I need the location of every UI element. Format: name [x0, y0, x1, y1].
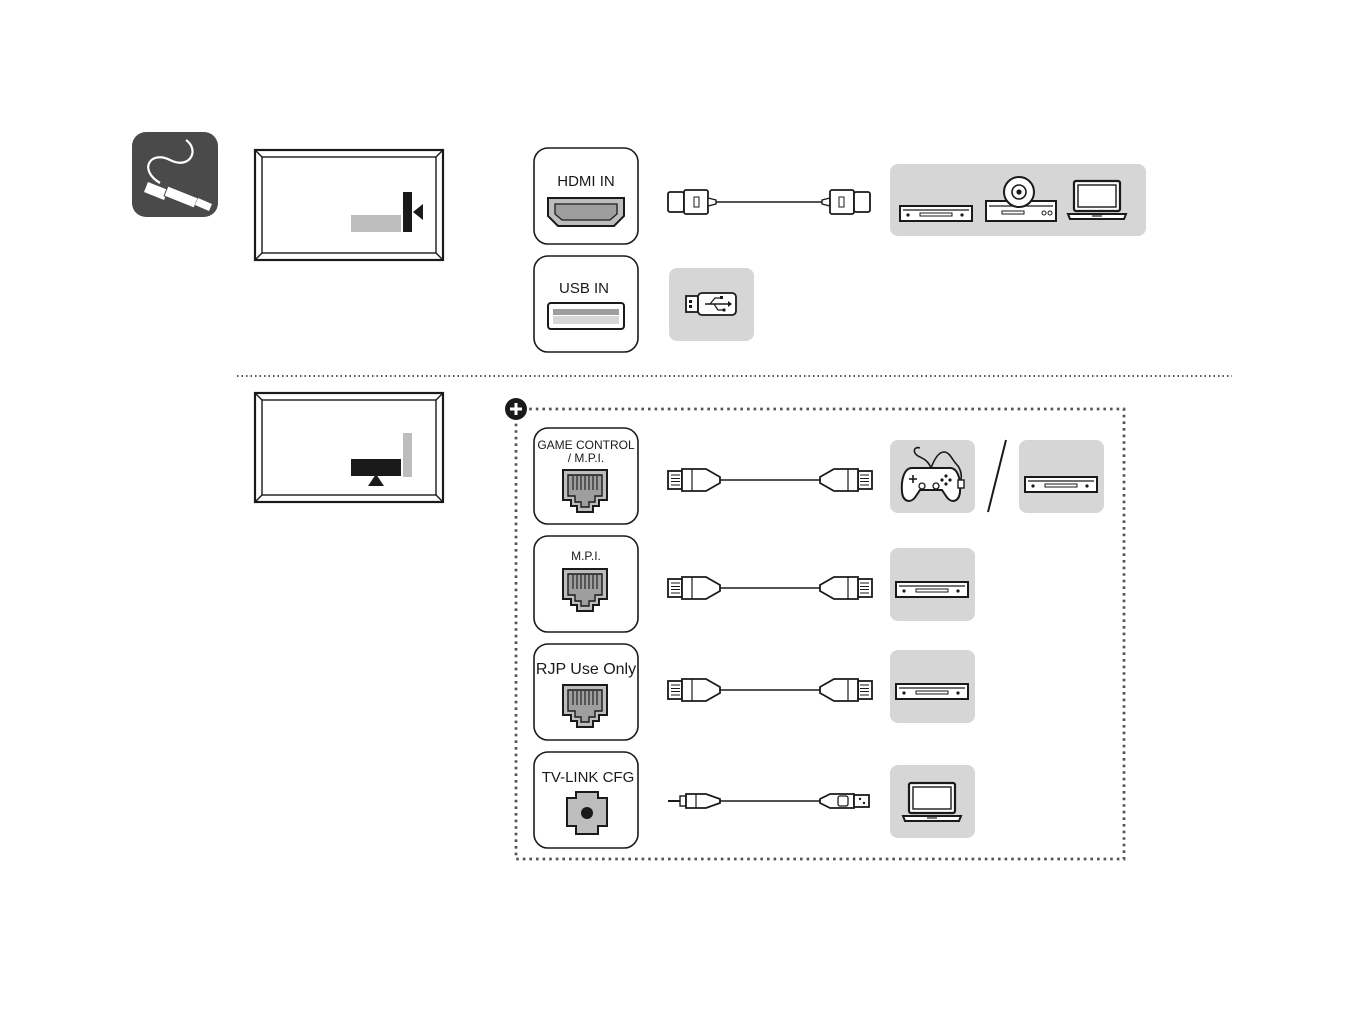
- tvlink-port: TV-LINK CFG: [534, 752, 638, 848]
- dvd-player-icon: [896, 582, 968, 597]
- rj45-cable-icon: [668, 577, 872, 599]
- usb-drive-icon: [669, 268, 754, 341]
- cable-plug-icon: [132, 132, 218, 217]
- game-control-sub-label: / M.P.I.: [568, 451, 604, 465]
- mpi-port: M.P.I.: [534, 536, 638, 632]
- plus-circle-icon: [505, 398, 527, 420]
- usb-in-label: USB IN: [559, 280, 609, 297]
- hdmi-cable-icon: [668, 190, 870, 214]
- hdmi-devices-panel: [890, 164, 1146, 236]
- dvd-player-icon: [896, 684, 968, 699]
- tvlink-device-panel: [890, 765, 975, 838]
- rjp-device-panel: [890, 650, 975, 723]
- laptop-icon: [1068, 181, 1126, 219]
- hdmi-in-port: HDMI IN: [534, 148, 638, 244]
- rj45-cable-icon: [668, 679, 872, 701]
- rjp-port: RJP Use Only: [534, 644, 638, 740]
- usb-in-port: USB IN: [534, 256, 638, 352]
- mpi-device-panel-1: [1019, 440, 1104, 513]
- audio-jack-to-usb-cable-icon: [668, 794, 869, 808]
- tv-bottom-port-view: [255, 393, 443, 502]
- mpi-device-panel-2: [890, 548, 975, 621]
- game-control-label: GAME CONTROL: [537, 438, 635, 452]
- alternative-slash: [988, 440, 1006, 512]
- rjp-label: RJP Use Only: [536, 661, 636, 678]
- laptop-icon: [903, 783, 961, 821]
- mpi-label: M.P.I.: [571, 549, 601, 563]
- gamepad-panel: [890, 440, 975, 513]
- tv-side-port-view: [255, 150, 443, 260]
- tvlink-label: TV-LINK CFG: [542, 769, 635, 786]
- game-control-port: GAME CONTROL / M.P.I.: [534, 428, 638, 524]
- dvd-player-icon: [1025, 477, 1097, 492]
- hdmi-in-label: HDMI IN: [557, 173, 615, 190]
- dvd-player-icon: [900, 206, 972, 221]
- rj45-cable-icon: [668, 469, 872, 491]
